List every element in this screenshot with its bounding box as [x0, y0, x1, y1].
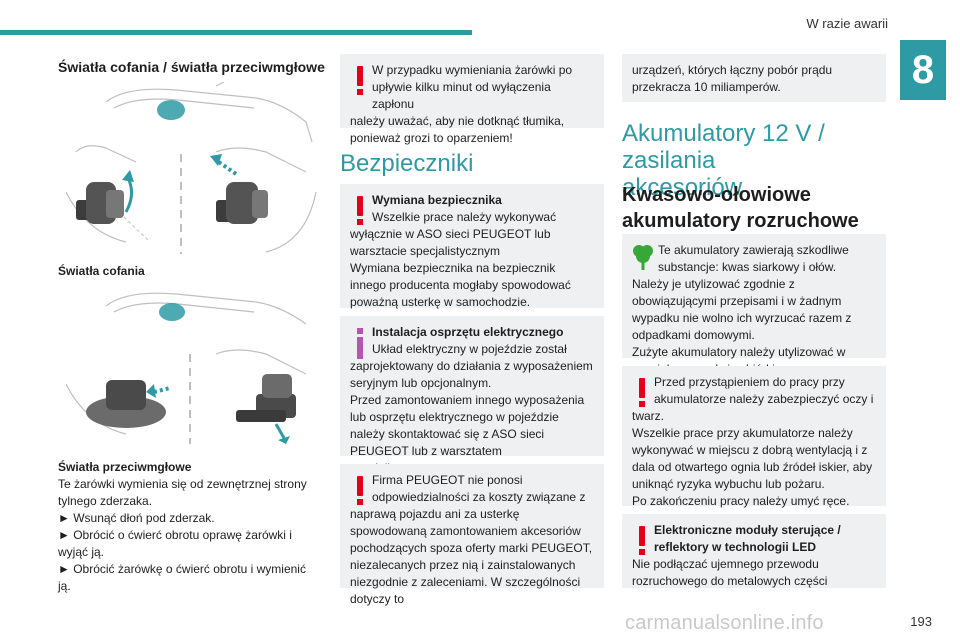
batteries-title-line1: Akumulatory 12 V / zasilania: [622, 120, 825, 174]
info-box-install: Instalacja osprzętu elektrycznego Układ …: [340, 316, 604, 475]
watermark: carmanualsonline.info: [625, 612, 824, 634]
warning-exclamation-icon: [639, 526, 645, 555]
fuse-box-rest: wyłącznie w ASO sieci PEUGEOT lub warszt…: [350, 227, 571, 309]
top-accent-bar: [0, 30, 472, 35]
step-1: ► Wsunąć dłoń pod zderzak.: [58, 511, 215, 525]
fuse-box-line2: Wszelkie prace należy wykonywać: [372, 210, 557, 224]
install-box-line2: Układ elektryczny w pojeździe został: [372, 342, 567, 356]
led-title1: Elektroniczne moduły sterujące /: [654, 523, 841, 537]
protect-line1: Przed przystąpieniem do pracy przy: [654, 375, 845, 389]
batteries-title-line2: akcesoriów: [622, 174, 743, 201]
warning-box-protection: Przed przystąpieniem do pracy przy akumu…: [622, 366, 886, 508]
eco-line1: Te akumulatory zawierają szkodliwe: [658, 243, 849, 257]
caption-fog-title: Światła przeciwmgłowe: [58, 460, 192, 474]
step-3: ► Obrócić żarówkę o ćwierć obrotu i wymi…: [58, 562, 306, 593]
led-rest: Nie podłączać ujemnego przewodu rozrucho…: [632, 557, 828, 588]
caption-fog-text: Te żarówki wymienia się od zewnętrznej s…: [58, 477, 307, 508]
warning-heat-line2: upływie kilku minut od wyłączenia zapłon…: [372, 80, 551, 111]
protect-line2: akumulatorze należy zabezpieczyć oczy i: [654, 392, 874, 406]
heading-reverse-fog-lights: Światła cofania / światła przeciwmgłowe: [58, 59, 325, 75]
section-title-fuses: Bezpieczniki: [340, 150, 474, 177]
chapter-tab: 8: [900, 40, 946, 100]
subtitle-line1: Kwasowo-ołowiowe: [622, 184, 811, 206]
caption-fog-light: Światła przeciwmgłowe Te żarówki wymieni…: [58, 459, 320, 595]
eco-rest: Należy je utylizować zgodnie z obowiązuj…: [632, 277, 852, 376]
warning-box-liability: Firma PEUGEOT nie ponosi odpowiedzialnoś…: [340, 464, 604, 606]
tree-eco-icon: [633, 245, 653, 270]
box-continuation: urządzeń, których łączny pobór prądu prz…: [622, 54, 886, 102]
protect-rest: twarz. Wszelkie prace przy akumulatorze …: [632, 409, 873, 508]
liability-line2: odpowiedzialności za koszty związane z: [372, 490, 586, 504]
page-number: 193: [910, 614, 932, 629]
caption-reverse-light: Światła cofania: [58, 264, 145, 278]
warning-heat-line1: W przypadku wymieniania żarówki po: [372, 63, 573, 77]
eco-line2: substancje: kwas siarkowy i ołów.: [658, 260, 837, 274]
liability-rest: naprawą pojazdu ani za usterkę spowodowa…: [350, 507, 593, 606]
warning-exclamation-icon: [357, 66, 363, 95]
warning-box-fuse: Wymiana bezpiecznika Wszelkie prace nale…: [340, 184, 604, 309]
warning-exclamation-icon: [357, 476, 363, 505]
subtitle-line2: akumulatory rozruchowe: [622, 210, 859, 232]
eco-box-disposal: Te akumulatory zawierają szkodliwe subst…: [622, 234, 886, 376]
warning-box-heat: W przypadku wymieniania żarówki po upływ…: [340, 54, 604, 145]
warning-exclamation-icon: [639, 378, 645, 407]
continuation-text: urządzeń, których łączny pobór prądu prz…: [632, 63, 833, 94]
liability-line1: Firma PEUGEOT nie ponosi: [372, 473, 523, 487]
fog-light-illustration: [66, 292, 307, 444]
step-2: ► Obrócić o ćwierć obrotu oprawę żarówki…: [58, 528, 292, 559]
led-title2: reflektory w technologii LED: [654, 540, 817, 554]
install-box-rest: zaprojektowany do działania z wyposażeni…: [350, 359, 593, 475]
reverse-light-illustration: [66, 82, 317, 254]
fuse-box-title: Wymiana bezpiecznika: [372, 193, 502, 207]
warning-exclamation-icon: [357, 196, 363, 225]
install-box-title: Instalacja osprzętu elektrycznego: [372, 325, 564, 339]
warning-heat-rest: należy uważać, aby nie dotknąć tłumika, …: [350, 114, 565, 145]
info-icon: [357, 328, 363, 359]
section-title: W razie awarii: [806, 16, 888, 31]
subtitle-lead-acid: Kwasowo-ołowiowe akumulatory rozruchowe: [622, 182, 859, 234]
section-title-batteries: Akumulatory 12 V / zasilania akcesoriów: [622, 120, 902, 201]
warning-box-led: Elektroniczne moduły sterujące / reflekt…: [622, 514, 886, 588]
